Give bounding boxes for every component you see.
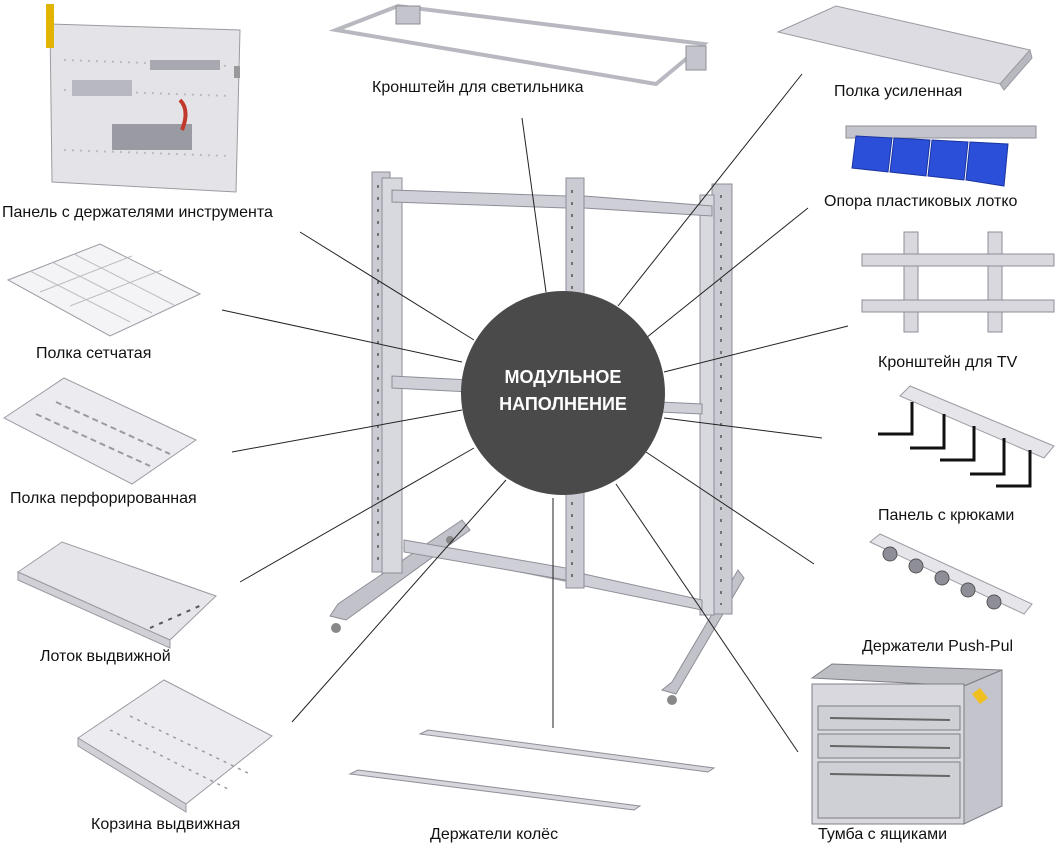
leader-line xyxy=(239,447,475,583)
hook-icon xyxy=(878,402,1032,488)
leader-line xyxy=(663,325,849,373)
clamp-icon xyxy=(882,546,1002,610)
label-tv-bracket: Кронштейн для TV xyxy=(878,354,1018,371)
rack-frame-illustration xyxy=(329,171,745,705)
leader-lines xyxy=(221,73,849,753)
tool-panel-illustration xyxy=(46,4,241,193)
caster-icon xyxy=(667,695,677,705)
caster-icon xyxy=(446,536,454,544)
leader-line xyxy=(299,231,475,341)
label-perforated-shelf: Полка перфорированная xyxy=(10,490,197,507)
caster-icon xyxy=(331,623,341,633)
sliding-basket-illustration xyxy=(77,679,273,813)
leader-line xyxy=(617,73,803,307)
label-bin-support: Опора пластиковых лотко xyxy=(824,193,1018,210)
leader-line xyxy=(615,483,799,753)
label-tool-panel: Панель с держателями инструмента xyxy=(2,204,273,221)
leader-line xyxy=(231,409,463,453)
label-drawer-cabinet: Тумба с ящиками xyxy=(818,826,948,843)
label-lamp-bracket: Кронштейн для светильника xyxy=(372,79,584,96)
screwdriver-icon xyxy=(46,4,54,48)
leader-line xyxy=(645,451,815,565)
leader-line xyxy=(521,117,547,293)
drawer-cabinet-illustration xyxy=(810,663,1003,825)
tv-bracket-illustration xyxy=(861,231,1055,333)
pliers-icon xyxy=(178,98,188,131)
leader-line xyxy=(291,479,507,723)
hook-panel-illustration xyxy=(878,385,1055,488)
leader-line xyxy=(221,309,463,363)
center-circle xyxy=(461,291,665,495)
sliding-tray-illustration xyxy=(16,541,217,649)
label-hook-panel: Панель с крюками xyxy=(878,507,1015,524)
wheel-holders-illustration xyxy=(348,729,716,811)
lamp-bracket-illustration xyxy=(328,3,709,87)
plastic-bin-icon xyxy=(851,135,1009,187)
bin-support-illustration xyxy=(845,125,1037,187)
push-pull-holders-illustration xyxy=(869,533,1033,615)
label-sliding-tray: Лоток выдвижной xyxy=(40,648,171,665)
label-push-pull-holders: Держатели Push-Pul xyxy=(862,638,1014,655)
label-mesh-shelf: Полка сетчатая xyxy=(36,345,152,362)
mesh-shelf-illustration xyxy=(6,243,202,337)
label-reinforced-shelf: Полка усиленная xyxy=(834,83,963,100)
perforated-shelf-illustration xyxy=(3,377,198,485)
leader-line xyxy=(663,417,823,439)
label-sliding-basket: Корзина выдвижная xyxy=(91,816,241,833)
reinforced-shelf-illustration xyxy=(776,5,1033,91)
label-wheel-holders: Держатели колёс xyxy=(430,826,559,843)
leader-line xyxy=(645,207,809,339)
center-title-line2: НАПОЛНЕНИЕ xyxy=(499,394,627,414)
warning-sticker-icon xyxy=(972,688,988,704)
center-title-line1: МОДУЛЬНОЕ xyxy=(504,367,622,387)
